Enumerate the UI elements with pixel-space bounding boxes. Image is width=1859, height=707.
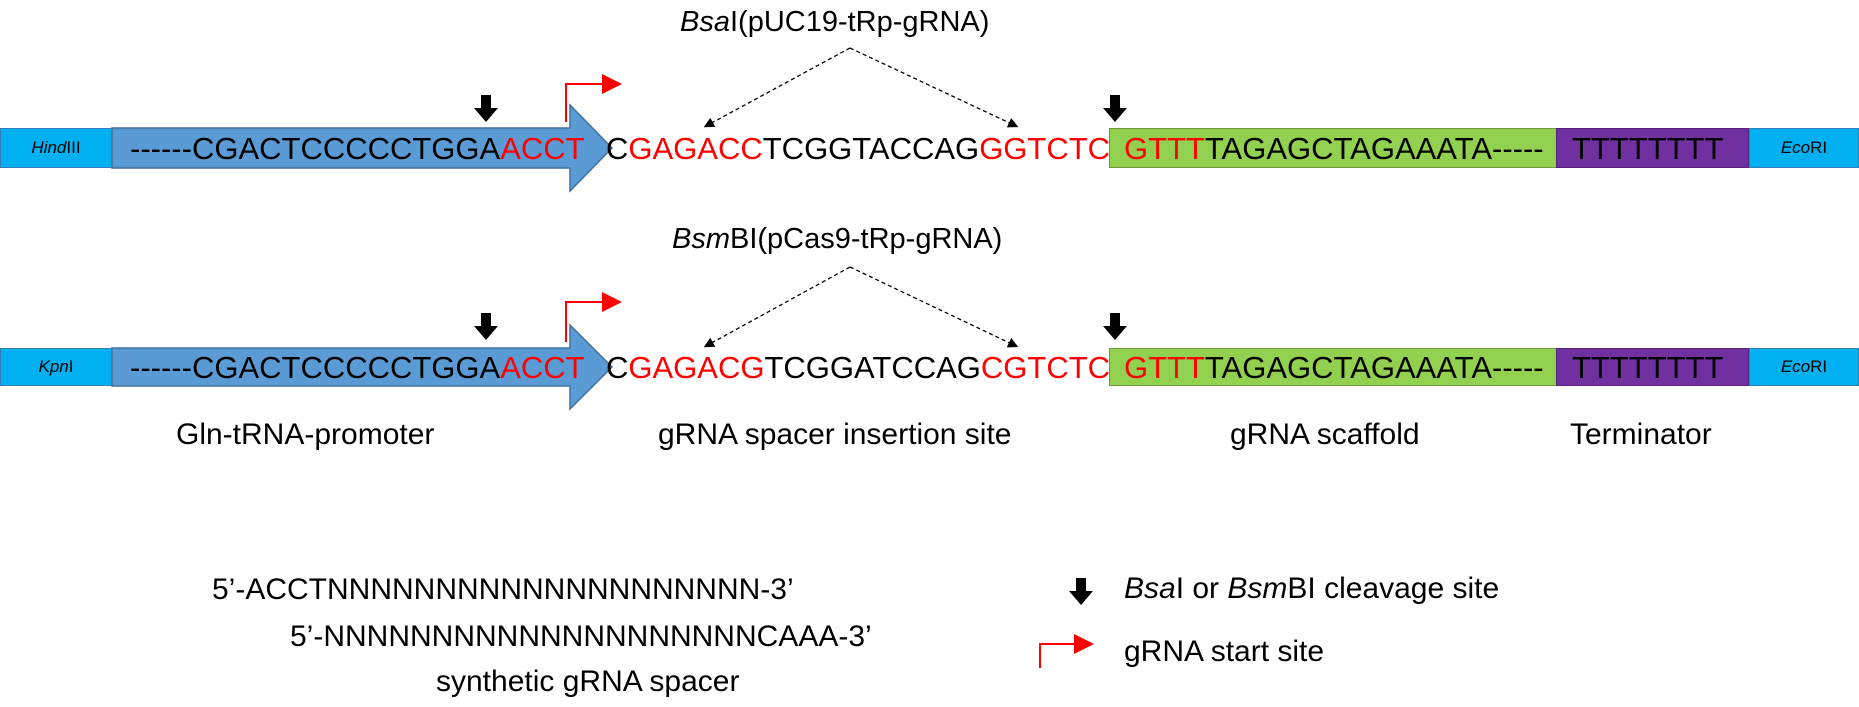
gRNA-start-arrow-row2 <box>565 292 622 342</box>
terminator-sequence-row1: TTTTTTTT <box>1572 131 1724 166</box>
label-promoter: Gln-tRNA-promoter <box>176 418 435 451</box>
oligo-top-strand: 5’-ACCTNNNNNNNNNNNNNNNNNNNN-3’ <box>212 573 794 606</box>
terminator-sequence-row2: TTTTTTTT <box>1572 350 1724 385</box>
enzyme-dashed-left-row2 <box>703 266 851 348</box>
legend-start-site-text: gRNA start site <box>1124 635 1325 668</box>
label-terminator: Terminator <box>1570 418 1712 451</box>
cleavage-arrow-icon <box>1103 95 1127 122</box>
enzyme-dashed-left-row1 <box>703 47 851 128</box>
legend-start-arrow-icon <box>1039 634 1094 668</box>
promoter-sequence-row1: ------CGACTCCCCCTGGAACCT <box>130 131 585 166</box>
oligo-caption: synthetic gRNA spacer <box>436 665 740 698</box>
promoter-arrow-row1 <box>111 103 614 193</box>
terminator-block-row1 <box>1556 128 1749 168</box>
scaffold-block-row2 <box>1109 348 1557 386</box>
scaffold-block-row1 <box>1109 128 1557 168</box>
cleavage-arrow-icon <box>474 95 498 122</box>
enzyme-label-row2: BsmBI(pCas9-tRp-gRNA) <box>672 223 1003 255</box>
enzyme-dashed-right-row1 <box>849 47 1019 128</box>
enzyme-dashed-right-row2 <box>849 266 1019 348</box>
scaffold-sequence-row1: GTTTTAGAGCTAGAAATA----- <box>1124 131 1544 166</box>
cleavage-arrow-icon <box>1103 313 1127 340</box>
terminator-block-row2 <box>1556 348 1749 386</box>
promoter-arrow-row2 <box>111 323 614 411</box>
gRNA-start-arrow-row1 <box>565 74 622 122</box>
promoter-sequence-row2: ------CGACTCCCCCTGGAACCT <box>130 350 585 385</box>
scaffold-sequence-row2: GTTTTAGAGCTAGAAATA----- <box>1124 350 1544 385</box>
enzyme-label-row1: BsaI(pUC19-tRp-gRNA) <box>680 6 990 38</box>
legend-cleavage-arrow-icon <box>1069 578 1093 605</box>
oligo-bottom-strand: 5’-NNNNNNNNNNNNNNNNNNNNCAAA-3’ <box>290 620 872 653</box>
label-scaffold: gRNA scaffold <box>1230 418 1420 451</box>
legend-cleavage-text: BsaI or BsmBI cleavage site <box>1124 572 1500 605</box>
label-insertion-site: gRNA spacer insertion site <box>658 418 1012 451</box>
cleavage-arrow-icon <box>474 313 498 340</box>
